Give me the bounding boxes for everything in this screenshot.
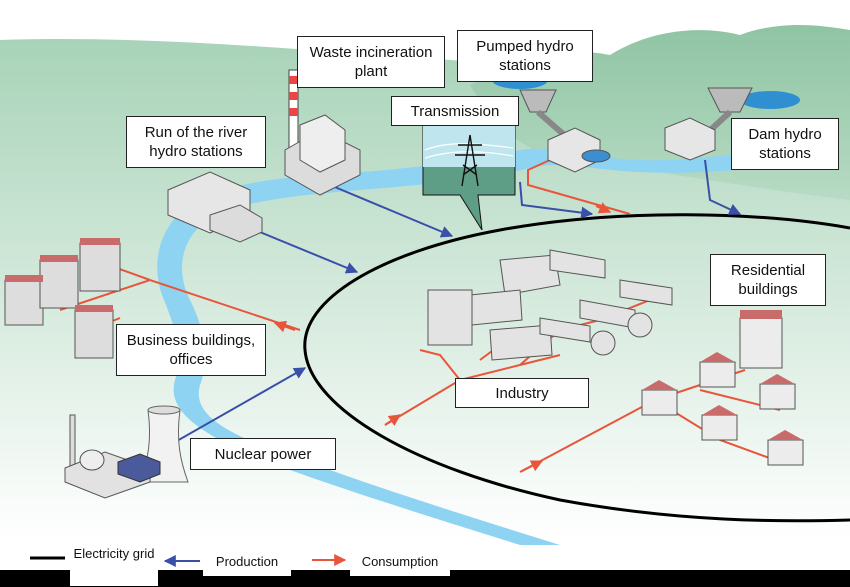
label-run-of-river: Run of the river hydro stations bbox=[126, 116, 266, 168]
consumption-business bbox=[39, 261, 301, 331]
pumped-station-icon bbox=[519, 89, 611, 173]
label-waste-incineration-plant: Waste incineration plant bbox=[297, 36, 445, 88]
label-pumped-hydro-stations: Pumped hydro stations bbox=[457, 30, 593, 82]
legend-grid-label: Electricity grid bbox=[70, 544, 158, 586]
business-buildings-icon bbox=[4, 242, 121, 359]
mountain-lake bbox=[740, 91, 800, 109]
production-dam bbox=[704, 159, 742, 215]
production-waste bbox=[329, 184, 454, 238]
label-industry: Industry bbox=[455, 378, 589, 408]
industry-icon bbox=[427, 249, 673, 361]
nuclear-plant-icon bbox=[64, 405, 189, 499]
production-river bbox=[254, 229, 359, 274]
electricity-grid-loop bbox=[303, 213, 850, 523]
legend: Electricity grid Production Consumption bbox=[0, 540, 850, 587]
consumption-pumped bbox=[527, 159, 631, 215]
production-pumped bbox=[519, 181, 594, 219]
pylon-icon bbox=[455, 134, 485, 187]
dam-station-icon bbox=[664, 87, 753, 161]
river-station-icon bbox=[167, 171, 263, 243]
label-dam-hydro-stations: Dam hydro stations bbox=[731, 118, 839, 170]
label-nuclear-power: Nuclear power bbox=[190, 438, 336, 470]
label-residential-buildings: Residential buildings bbox=[710, 254, 826, 306]
label-business-buildings: Business buildings, offices bbox=[116, 324, 266, 376]
label-transmission: Transmission bbox=[391, 96, 519, 126]
legend-consumption-label: Consumption bbox=[350, 553, 450, 576]
waste-plant-icon bbox=[284, 69, 361, 196]
legend-production-label: Production bbox=[203, 553, 291, 576]
